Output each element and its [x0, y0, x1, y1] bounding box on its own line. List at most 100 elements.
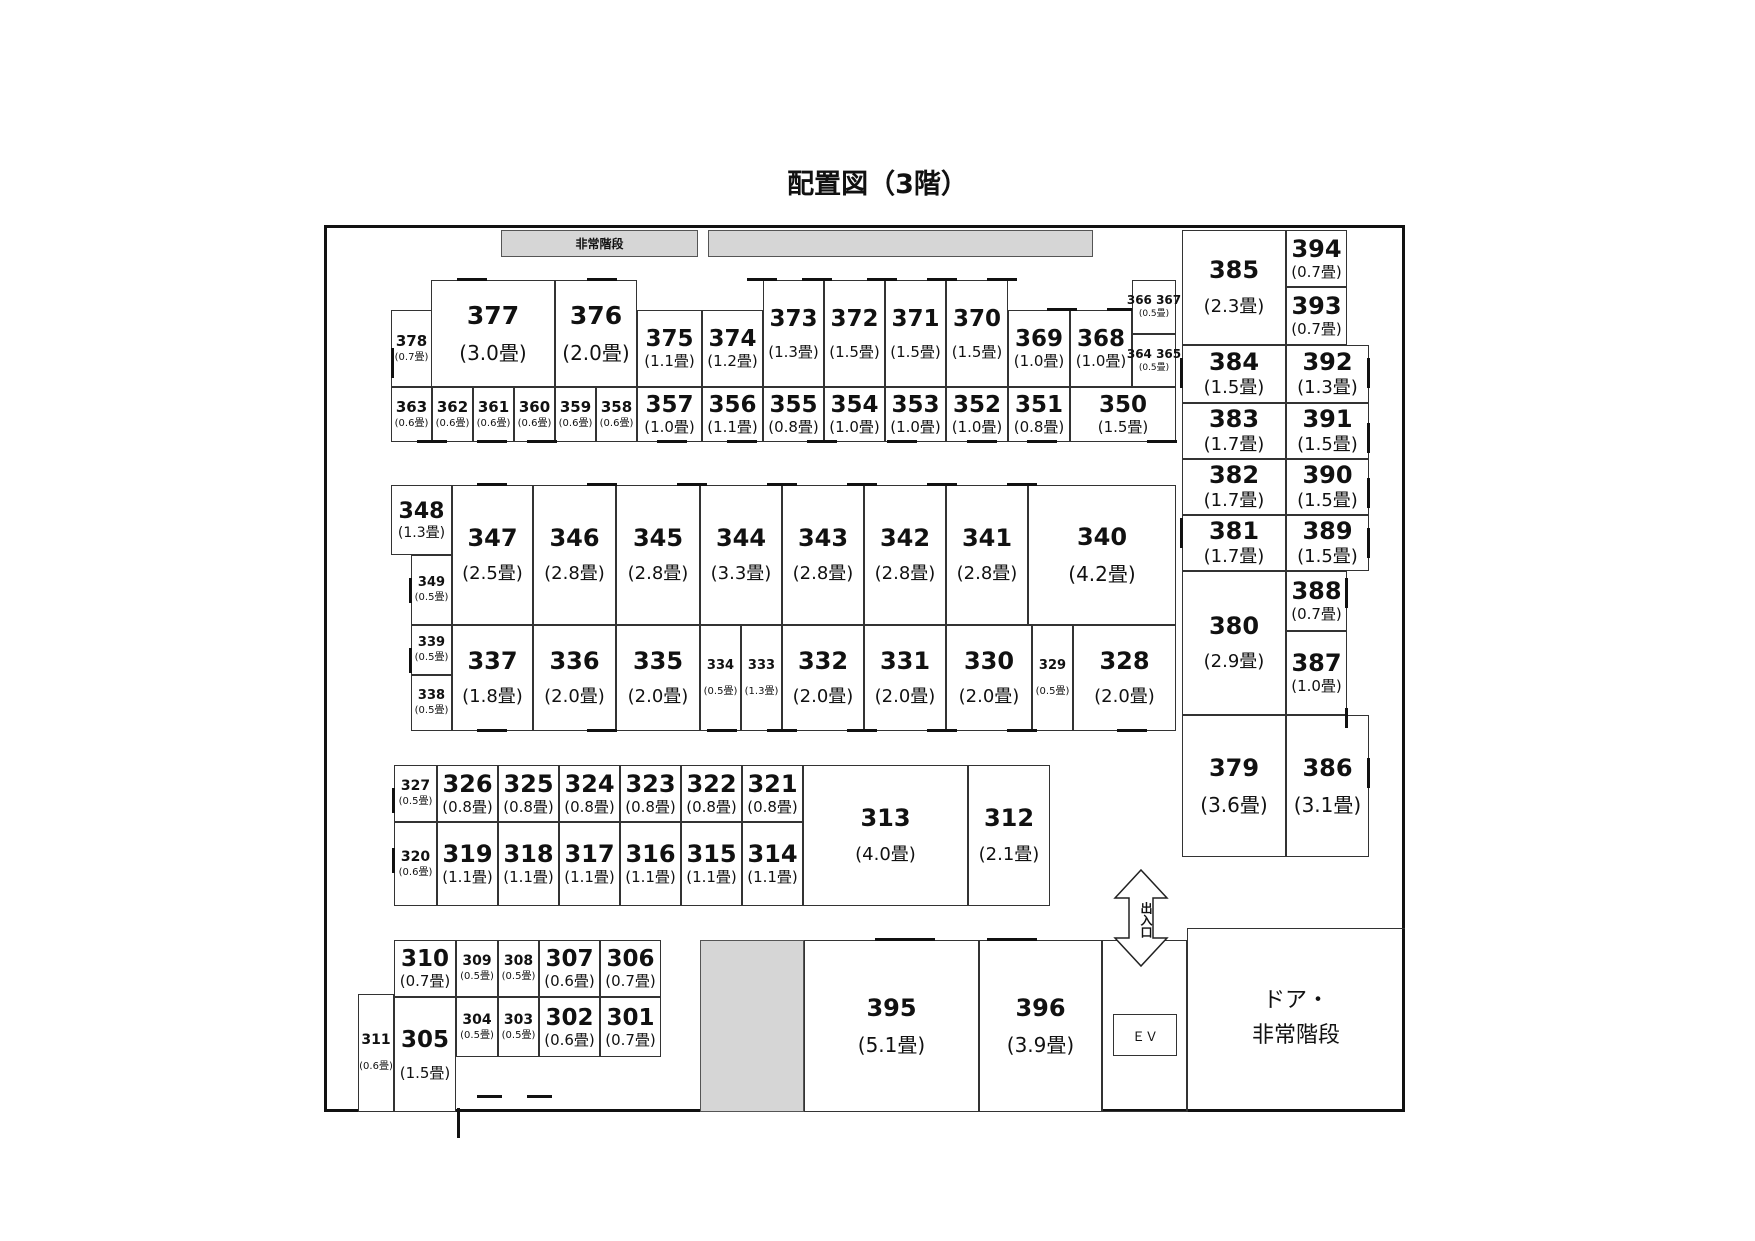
room-349[interactable]: 349(0.5畳) [411, 555, 452, 625]
room-308[interactable]: 308(0.5畳) [498, 940, 539, 997]
room-312[interactable]: 312(2.1畳) [968, 765, 1050, 906]
room-352[interactable]: 352(1.0畳) [946, 387, 1008, 442]
room-393[interactable]: 393(0.7畳) [1286, 287, 1347, 345]
room-306[interactable]: 306(0.7畳) [600, 940, 661, 997]
room-388[interactable]: 388(0.7畳) [1286, 571, 1347, 631]
room-344[interactable]: 344(3.3畳) [700, 485, 782, 625]
room-number: 314 [747, 840, 798, 869]
room-368[interactable]: 368(1.0畳) [1070, 310, 1132, 387]
room-359[interactable]: 359(0.6畳) [555, 387, 596, 442]
room-374[interactable]: 374(1.2畳) [702, 310, 763, 387]
room-353[interactable]: 353(1.0畳) [885, 387, 946, 442]
room-379[interactable]: 379(3.6畳) [1182, 715, 1286, 857]
room-307[interactable]: 307(0.6畳) [539, 940, 600, 997]
room-328[interactable]: 328(2.0畳) [1073, 625, 1176, 731]
room-371[interactable]: 371(1.5畳) [885, 280, 946, 387]
room-386[interactable]: 386(3.1畳) [1286, 715, 1369, 857]
room-392[interactable]: 392(1.3畳) [1286, 345, 1369, 403]
room-311[interactable]: 311(0.6畳) [358, 994, 394, 1112]
room-319[interactable]: 319(1.1畳) [437, 822, 498, 906]
emergency-stairs-top [501, 230, 698, 257]
room-375[interactable]: 375(1.1畳) [637, 310, 702, 387]
room-316[interactable]: 316(1.1畳) [620, 822, 681, 906]
room-304[interactable]: 304(0.5畳) [456, 997, 498, 1057]
room-354[interactable]: 354(1.0畳) [824, 387, 885, 442]
room-360[interactable]: 360(0.6畳) [514, 387, 555, 442]
room-364-365[interactable]: 364 365(0.5畳) [1127, 334, 1181, 387]
entrance-label[interactable]: 出入口 [1139, 902, 1153, 938]
room-376[interactable]: 376(2.0畳) [555, 280, 637, 387]
room-340[interactable]: 340(4.2畳) [1028, 485, 1176, 625]
room-347[interactable]: 347(2.5畳) [452, 485, 533, 625]
room-337[interactable]: 337(1.8畳) [452, 625, 533, 731]
room-343[interactable]: 343(2.8畳) [782, 485, 864, 625]
room-362[interactable]: 362(0.6畳) [432, 387, 473, 442]
room-350[interactable]: 350(1.5畳) [1070, 387, 1176, 442]
room-334[interactable]: 334(0.5畳) [700, 625, 741, 731]
room-321[interactable]: 321(0.8畳) [742, 765, 803, 822]
room-357[interactable]: 357(1.0畳) [637, 387, 702, 442]
room-338[interactable]: 338(0.5畳) [411, 675, 452, 731]
room-356[interactable]: 356(1.1畳) [702, 387, 763, 442]
room-number: 391 [1302, 405, 1353, 434]
room-325[interactable]: 325(0.8畳) [498, 765, 559, 822]
room-348[interactable]: 348(1.3畳) [391, 485, 452, 555]
room-323[interactable]: 323(0.8畳) [620, 765, 681, 822]
room-303[interactable]: 303(0.5畳) [498, 997, 539, 1057]
room-333[interactable]: 333(1.3畳) [741, 625, 782, 731]
room-329[interactable]: 329(0.5畳) [1032, 625, 1073, 731]
room-size: (3.6畳) [1200, 793, 1268, 818]
room-369[interactable]: 369(1.0畳) [1008, 310, 1070, 387]
room-327[interactable]: 327(0.5畳) [394, 765, 437, 822]
room-387[interactable]: 387(1.0畳) [1286, 631, 1347, 715]
room-378[interactable]: 378(0.7畳) [391, 310, 432, 387]
room-341[interactable]: 341(2.8畳) [946, 485, 1028, 625]
room-355[interactable]: 355(0.8畳) [763, 387, 824, 442]
room-332[interactable]: 332(2.0畳) [782, 625, 864, 731]
room-351[interactable]: 351(0.8畳) [1008, 387, 1070, 442]
room-373[interactable]: 373(1.3畳) [763, 280, 824, 387]
room-372[interactable]: 372(1.5畳) [824, 280, 885, 387]
room-389[interactable]: 389(1.5畳) [1286, 515, 1369, 571]
room-366-367[interactable]: 366 367(0.5畳) [1127, 280, 1181, 334]
room-305[interactable]: 305(1.5畳) [394, 997, 456, 1112]
room-382[interactable]: 382(1.7畳) [1182, 459, 1286, 515]
room-391[interactable]: 391(1.5畳) [1286, 403, 1369, 459]
room-342[interactable]: 342(2.8畳) [864, 485, 946, 625]
room-326[interactable]: 326(0.8畳) [437, 765, 498, 822]
room-318[interactable]: 318(1.1畳) [498, 822, 559, 906]
elevator[interactable]: ＥＶ [1113, 1014, 1177, 1056]
room-377[interactable]: 377(3.0畳) [431, 280, 555, 387]
room-346[interactable]: 346(2.8畳) [533, 485, 616, 625]
room-361[interactable]: 361(0.6畳) [473, 387, 514, 442]
room-380[interactable]: 380(2.9畳) [1182, 571, 1286, 715]
room-310[interactable]: 310(0.7畳) [394, 940, 456, 997]
room-381[interactable]: 381(1.7畳) [1182, 515, 1286, 571]
room-309[interactable]: 309(0.5畳) [456, 940, 498, 997]
room-385[interactable]: 385(2.3畳) [1182, 230, 1286, 345]
room-324[interactable]: 324(0.8畳) [559, 765, 620, 822]
room-363[interactable]: 363(0.6畳) [391, 387, 432, 442]
room-315[interactable]: 315(1.1畳) [681, 822, 742, 906]
room-395[interactable]: 395(5.1畳) [804, 940, 979, 1112]
room-339[interactable]: 339(0.5畳) [411, 625, 452, 675]
room-320[interactable]: 320(0.6畳) [394, 822, 437, 906]
room-345[interactable]: 345(2.8畳) [616, 485, 700, 625]
room-390[interactable]: 390(1.5畳) [1286, 459, 1369, 515]
room-335[interactable]: 335(2.0畳) [616, 625, 700, 731]
room-301[interactable]: 301(0.7畳) [600, 997, 661, 1057]
room-394[interactable]: 394(0.7畳) [1286, 230, 1347, 287]
room-370[interactable]: 370(1.5畳) [946, 280, 1008, 387]
room-383[interactable]: 383(1.7畳) [1182, 403, 1286, 459]
room-358[interactable]: 358(0.6畳) [596, 387, 637, 442]
room-314[interactable]: 314(1.1畳) [742, 822, 803, 906]
room-313[interactable]: 313(4.0畳) [803, 765, 968, 906]
room-302[interactable]: 302(0.6畳) [539, 997, 600, 1057]
room-396[interactable]: 396(3.9畳) [979, 940, 1102, 1112]
room-331[interactable]: 331(2.0畳) [864, 625, 946, 731]
room-336[interactable]: 336(2.0畳) [533, 625, 616, 731]
room-384[interactable]: 384(1.5畳) [1182, 345, 1286, 403]
room-317[interactable]: 317(1.1畳) [559, 822, 620, 906]
room-322[interactable]: 322(0.8畳) [681, 765, 742, 822]
room-330[interactable]: 330(2.0畳) [946, 625, 1032, 731]
